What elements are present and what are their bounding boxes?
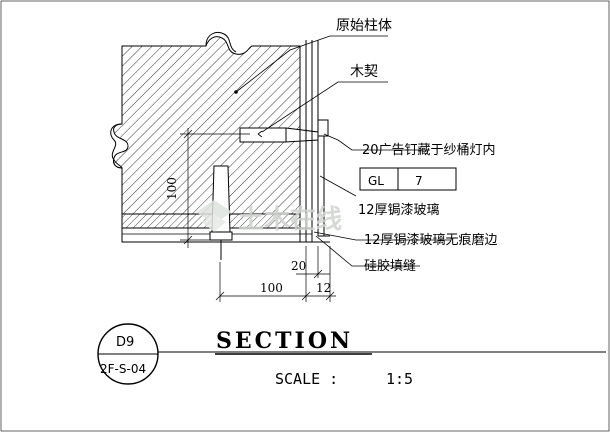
original-column [113, 36, 301, 215]
detail-sheet: 2F-S-04 [100, 362, 146, 376]
wood-wedge [239, 127, 287, 143]
break-line-top [205, 32, 237, 53]
watermark-text: 土木在线 [238, 205, 342, 235]
detail-marker [97, 323, 159, 385]
dimension-lines [180, 128, 336, 302]
label-nail-note: 20广告钉藏于纱桶灯内 [362, 142, 496, 158]
leader-lines [235, 35, 450, 267]
dim-100-horizontal: 100 [260, 281, 283, 295]
scale-label: SCALE : [275, 370, 338, 388]
tag-code: GL [368, 174, 384, 188]
label-silicone: 硅胶填缝 [364, 258, 416, 274]
material-tag [359, 167, 457, 191]
wedge-mark [257, 130, 263, 138]
watermark: 土木在线 [196, 200, 342, 235]
label-wood-wedge: 木契 [350, 64, 378, 80]
break-line-left [110, 123, 123, 169]
label-glass-1: 12厚锔漆玻璃 [358, 202, 440, 218]
nail-body [285, 127, 319, 143]
label-glass-2: 12厚锔漆玻璃无痕磨边 [364, 232, 498, 248]
tag-number: 7 [415, 174, 423, 188]
label-original-column: 原始柱体 [336, 18, 392, 34]
scale-value: 1:5 [386, 370, 413, 388]
dim-100-vertical: 100 [165, 177, 179, 200]
dim-20: 20 [291, 259, 306, 273]
dim-12: 12 [316, 281, 331, 295]
section-title: SECTION [216, 328, 353, 354]
detail-id: D9 [116, 335, 134, 350]
